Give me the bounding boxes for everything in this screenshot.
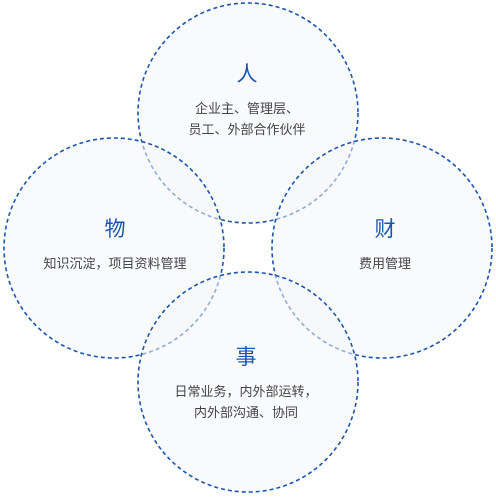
node-things-title: 物 [104,217,126,241]
circle-things [3,137,225,359]
node-money-title: 财 [374,217,396,241]
node-things: 物 知识沉淀，项目资料管理 [5,216,225,275]
node-money-desc-line-1: 费用管理 [358,257,411,272]
circle-affairs [137,271,359,493]
node-affairs-desc-line-1: 日常业务，内外部运转， [174,385,318,400]
node-people-title: 人 [236,62,258,86]
node-things-desc-line-1: 知识沉淀，项目资料管理 [43,257,187,272]
node-affairs-desc-line-2: 内外部沟通、协同 [193,406,298,421]
node-people-desc-line-2: 员工、外部合作伙伴 [188,123,306,138]
node-affairs-title: 事 [235,345,257,369]
node-money: 财 费用管理 [275,216,495,275]
node-people: 人 企业主、管理层、 员工、外部合作伙伴 [137,61,357,141]
node-people-desc-line-1: 企业主、管理层、 [194,102,299,117]
circle-money [271,137,493,359]
circle-people [137,2,359,224]
node-affairs: 事 日常业务，内外部运转， 内外部沟通、协同 [136,344,356,424]
